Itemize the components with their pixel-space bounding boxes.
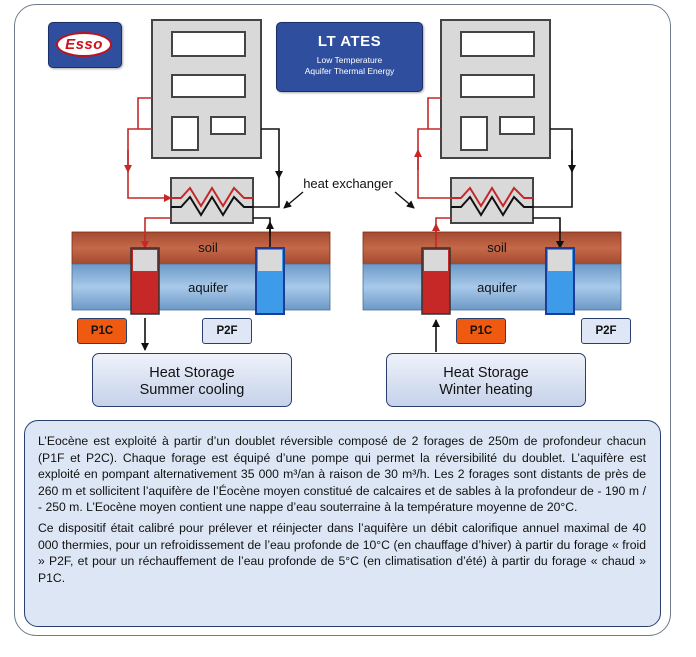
pipe-well-cold-right — [533, 217, 564, 249]
heat-exchanger-label: heat exchanger — [303, 176, 393, 191]
description-paragraph-1: L’Eocène est exploité à partir d’un doub… — [38, 434, 646, 515]
heat-storage-summer-box: Heat Storage Summer cooling — [92, 353, 292, 407]
heat-exchanger-pointer-right — [394, 191, 415, 209]
title-subtitle-line2: Aquifer Thermal Energy — [304, 66, 395, 76]
title-subtitle-line1: Low Temperature — [316, 55, 383, 65]
title-main: LT ATES — [317, 33, 382, 50]
right-system — [362, 19, 622, 352]
description-box: L’Eocène est exploité à partir d’un doub… — [24, 420, 661, 627]
heat-exchanger-pointer-left — [283, 191, 304, 209]
building-left — [151, 19, 262, 159]
soil-label-right: soil — [487, 240, 507, 255]
soil-layer-left — [71, 231, 331, 265]
title-box: LT ATES Low Temperature Aquifer Thermal … — [276, 22, 423, 92]
building-right — [440, 19, 551, 159]
esso-logo: Esso — [48, 22, 122, 68]
well-tag-p1c-right: P1C — [456, 318, 506, 344]
heat-storage-winter-line2: Winter heating — [439, 382, 533, 398]
well-hot-right — [421, 247, 451, 315]
heat-storage-summer-line1: Heat Storage — [149, 365, 235, 381]
well-tag-p2f-right: P2F — [581, 318, 631, 344]
esso-logo-oval: Esso — [56, 32, 112, 57]
aquifer-label-left: aquifer — [188, 280, 228, 295]
aquifer-label-right: aquifer — [477, 280, 517, 295]
pipe-black-return-left — [253, 128, 280, 208]
heat-exchanger-left — [170, 177, 254, 224]
soil-label-left: soil — [198, 240, 218, 255]
heat-storage-summer-line2: Summer cooling — [139, 382, 245, 398]
pipe-red-top-right — [427, 97, 441, 129]
pipe-well-hot-left — [141, 217, 171, 249]
pipe-well-cold-left — [253, 217, 271, 248]
soil-layer-right — [362, 231, 622, 265]
well-cold-left — [255, 247, 285, 315]
well-hot-left — [130, 247, 160, 315]
aquifer-layer-right — [362, 263, 622, 311]
pipe-red-top-left — [137, 97, 152, 129]
well-tag-p1c-left: P1C — [77, 318, 127, 344]
description-paragraph-2: Ce dispositif était calibré pour préleve… — [38, 520, 646, 585]
aquifer-layer-left — [71, 263, 331, 311]
esso-logo-text: Esso — [65, 36, 103, 53]
well-cold-right — [545, 247, 575, 315]
heat-storage-winter-line1: Heat Storage — [443, 365, 529, 381]
well-tag-p2f-left: P2F — [202, 318, 252, 344]
left-system — [71, 19, 331, 351]
heat-storage-winter-box: Heat Storage Winter heating — [386, 353, 586, 407]
heat-exchanger-right — [450, 177, 534, 224]
